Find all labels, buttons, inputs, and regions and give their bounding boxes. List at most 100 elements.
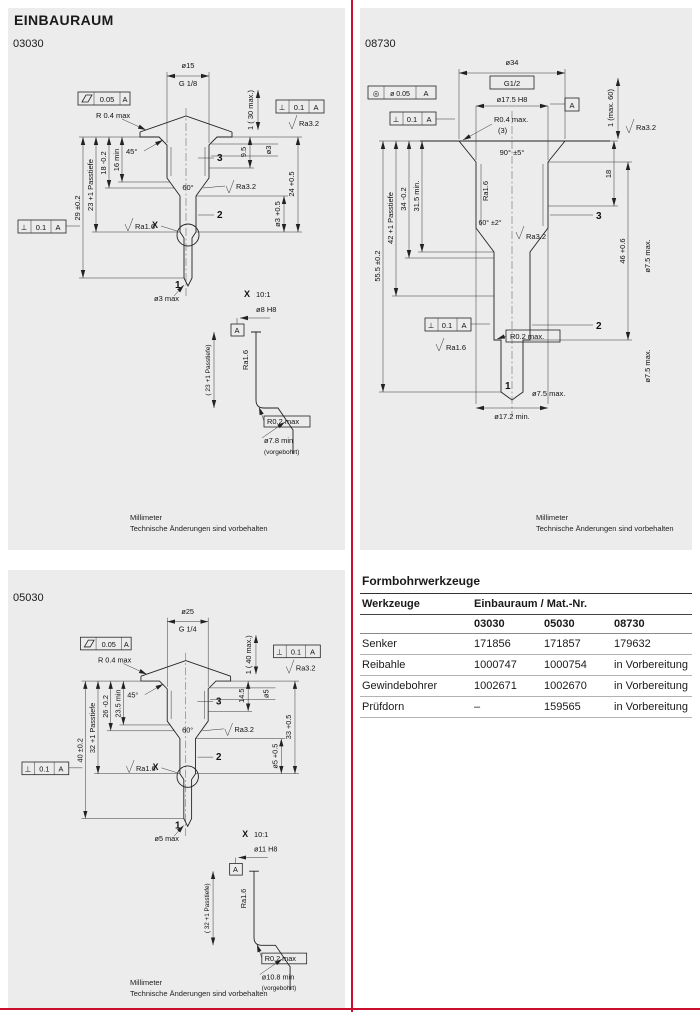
fcf-dividers	[285, 645, 306, 658]
label-detail-passtiefe: ( 23 +1 Passtiefe)	[205, 344, 212, 395]
label-detail-radius: R0.2 max	[265, 954, 297, 963]
label-depth-note: 1 ( 30 max.)	[246, 89, 255, 130]
red-bottom-rule	[0, 1008, 700, 1010]
footer-line2: Technische Änderungen sind vorbehalten	[536, 523, 674, 533]
label-radius-note: (3)	[498, 126, 508, 135]
label-dim-right2: 24 +0.5	[287, 171, 296, 196]
label-thread: G 1/4	[179, 624, 197, 633]
leader-chamfer	[143, 139, 164, 152]
label-dim-thread: 18 -0.2	[99, 151, 108, 174]
label-thread: G 1/8	[179, 79, 197, 88]
cell-matnr-08730: in Vorbereitung	[612, 675, 692, 697]
label-radius-top: R 0.4 max	[98, 656, 132, 665]
footer-line1: Millimeter	[130, 513, 163, 522]
footer-note: Millimeter Technische Änderungen sind vo…	[130, 978, 268, 999]
perpendicularity-icon: ⊥	[279, 103, 286, 112]
part-outline	[420, 111, 610, 416]
fcf-dividers	[30, 220, 52, 233]
drawing-code-05030: 05030	[13, 592, 44, 604]
label-dia-fit: ø17.5 H8	[497, 95, 528, 104]
detail-view: X 10:1 ø11 H8 A Ra1.6 ( 32 +1 Passtiefe)…	[204, 829, 308, 992]
table-title: Formbohrwerkzeuge	[360, 572, 692, 594]
label-angle-chamfer: 45°	[126, 147, 137, 156]
radius-callout-box	[261, 952, 308, 965]
thread-minor-lines	[170, 690, 205, 720]
outline-body	[458, 140, 566, 401]
drawing-05030: 0.05 A ⊥ 0.1 A ⊥ 0.1 A ø25 G 1/4 R 0.4 m…	[21, 607, 321, 992]
drawing-code-08730: 08730	[365, 38, 396, 50]
label-zone2: 2	[216, 752, 222, 763]
tools-table-section: Formbohrwerkzeuge Werkzeuge Einbauraum /…	[360, 572, 692, 718]
datum-callout: A	[564, 97, 580, 112]
label-zone2: 2	[217, 210, 223, 221]
perpendicularity-icon: ⊥	[21, 223, 28, 232]
label-ra-bore: Ra1.6	[135, 222, 155, 231]
label-dia-port: ø3	[264, 146, 273, 155]
fcf-dividers	[93, 92, 121, 105]
label-zone3: 3	[596, 211, 602, 222]
label-ra-top: Ra3.2	[636, 123, 656, 132]
label-datum: A	[569, 101, 574, 110]
label-ra-cone: Ra3.2	[235, 725, 254, 734]
thread-frame	[489, 75, 535, 90]
radius-callout-box	[505, 329, 561, 343]
label-ra-bottom: Ra1.6	[446, 343, 466, 352]
thread-minor-lines	[480, 164, 544, 226]
label-dim-46: 46 +0.6	[618, 238, 627, 263]
cell-matnr-03030: 171856	[472, 633, 542, 655]
cell-tool-name: Prüfdorn	[360, 696, 472, 718]
fcf-dividers	[95, 637, 122, 650]
drawing-labels: ø15 G 1/8 R 0.4 max 1 ( 30 max.) Ra3.2 4…	[73, 61, 319, 303]
label-detail-dia-min: ø10.8 min	[262, 972, 294, 981]
label-dia-top: ø15	[182, 61, 195, 70]
perpendicularity-icon: ⊥	[428, 321, 435, 330]
label-tol-datum: A	[423, 89, 428, 98]
fcf-box	[17, 219, 67, 234]
label-dim-right1: 14.5	[237, 689, 246, 703]
label-dim-18: 18	[604, 170, 613, 178]
label-ra-top: Ra3.2	[299, 119, 319, 128]
label-angle-cone: 60°	[182, 726, 193, 735]
outline-body	[139, 132, 233, 288]
cell-matnr-05030: 159565	[542, 696, 612, 718]
cell-matnr-08730: 179632	[612, 633, 692, 655]
table-row: Reibahle 1000747 1000754 in Vorbereitung	[360, 654, 692, 676]
detail-profile	[249, 870, 291, 991]
fcf-dividers	[383, 86, 417, 99]
label-detail-radius: R0.2 max	[267, 417, 299, 426]
col-header-einbauraum: Einbauraum / Mat.-Nr.	[472, 594, 692, 615]
fcf-box	[21, 761, 70, 776]
roughness-check-icon	[285, 659, 295, 674]
leader-detail-dia-min	[259, 958, 283, 975]
cell-matnr-05030: 1002670	[542, 675, 612, 697]
label-tol-datum: A	[122, 95, 127, 104]
cell-tool-name: Senker	[360, 633, 472, 655]
label-detail-ra: Ra1.6	[239, 889, 248, 908]
label-thread: G1/2	[504, 79, 520, 88]
leader-detail-dia-min	[261, 421, 286, 439]
roughness-check-icon	[225, 179, 235, 194]
leader-radius-top	[462, 123, 493, 141]
fcf-box	[77, 91, 131, 106]
perpendicularity-icon: ⊥	[276, 648, 282, 657]
footer-note: Millimeter Technische Änderungen sind vo…	[536, 513, 674, 534]
cell-matnr-08730: in Vorbereitung	[612, 696, 692, 718]
detail-circle	[176, 765, 199, 788]
roughness-check-icon	[126, 759, 135, 774]
label-perp-value: 0.1	[294, 103, 304, 112]
cell-tool-name: Reibahle	[360, 654, 472, 676]
detail-profile	[251, 331, 294, 454]
fcf-dividers	[402, 112, 423, 125]
label-perp2-datum: A	[55, 223, 60, 232]
footer-line1: Millimeter	[536, 513, 569, 522]
label-dim-34: 34 -0.2	[399, 187, 408, 210]
leader-radius-top	[123, 663, 147, 675]
dimension-lines	[68, 617, 299, 864]
subheader-03030: 03030	[472, 614, 542, 634]
table-header-row: Werkzeuge Einbauraum / Mat.-Nr.	[360, 594, 692, 615]
label-dia-top: ø25	[181, 607, 194, 616]
page-title: EINBAURAUM	[14, 12, 114, 28]
label-dim-passtiefe: 42 +1 Passtiefe	[386, 192, 395, 244]
leader-detail-radius	[258, 406, 265, 422]
